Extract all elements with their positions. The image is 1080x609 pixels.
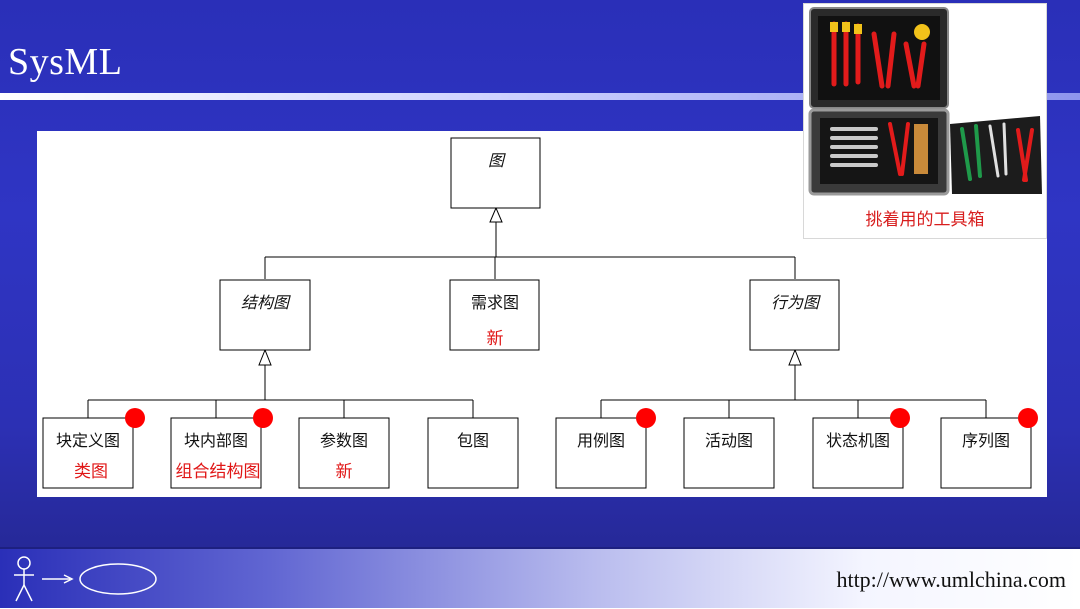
bdd-box <box>42 417 134 489</box>
bdd-red-dot <box>125 408 145 428</box>
ibd-note: 组合结构图 <box>176 462 261 482</box>
behavior-diagram-box <box>749 279 840 351</box>
generalization-arrow <box>489 206 503 223</box>
package-label: 包图 <box>457 431 489 450</box>
usecase-label: 用例图 <box>577 431 625 450</box>
activity-box <box>683 417 775 489</box>
statemachine-red-dot <box>890 408 910 428</box>
ibd-label: 块内部图 <box>184 431 248 450</box>
requirement-diagram-box <box>449 279 540 351</box>
photo-caption: 挑着用的工具箱 <box>865 210 985 230</box>
root-label: 图 <box>488 151 506 170</box>
title-divider <box>0 93 1080 100</box>
generalization-arrow <box>258 348 272 366</box>
structure-diagram-label: 结构图 <box>241 293 291 312</box>
root-box <box>450 137 541 209</box>
requirement-diagram-label: 需求图 <box>471 293 519 312</box>
statemachine-box <box>812 417 904 489</box>
use-case-icon <box>14 556 157 602</box>
structure-diagram-box <box>219 279 311 351</box>
sequence-box <box>940 417 1032 489</box>
bdd-label: 块定义图 <box>56 431 120 450</box>
footer-bar <box>0 547 1080 608</box>
toolbox-photo <box>803 3 1047 239</box>
use-case-ellipse <box>79 563 157 595</box>
sequence-label: 序列图 <box>962 431 1010 450</box>
slide-title: SysML <box>8 41 123 83</box>
usecase-red-dot <box>636 408 656 428</box>
parametric-box <box>298 417 390 489</box>
footer-url[interactable]: http://www.umlchina.com <box>836 567 1066 592</box>
ibd-box <box>170 417 262 489</box>
actor-head <box>17 556 31 570</box>
usecase-box <box>555 417 647 489</box>
sequence-red-dot <box>1018 408 1038 428</box>
requirement-diagram-note: 新 <box>487 329 504 349</box>
bdd-note: 类图 <box>74 462 108 482</box>
toolbox-illustration <box>808 7 1042 196</box>
behavior-diagram-label: 行为图 <box>771 293 821 312</box>
parametric-label: 参数图 <box>320 431 368 450</box>
ibd-red-dot <box>253 408 273 428</box>
package-box <box>427 417 519 489</box>
statemachine-label: 状态机图 <box>826 431 890 450</box>
generalization-arrow <box>788 348 802 366</box>
parametric-note: 新 <box>336 462 353 482</box>
activity-label: 活动图 <box>705 431 753 450</box>
